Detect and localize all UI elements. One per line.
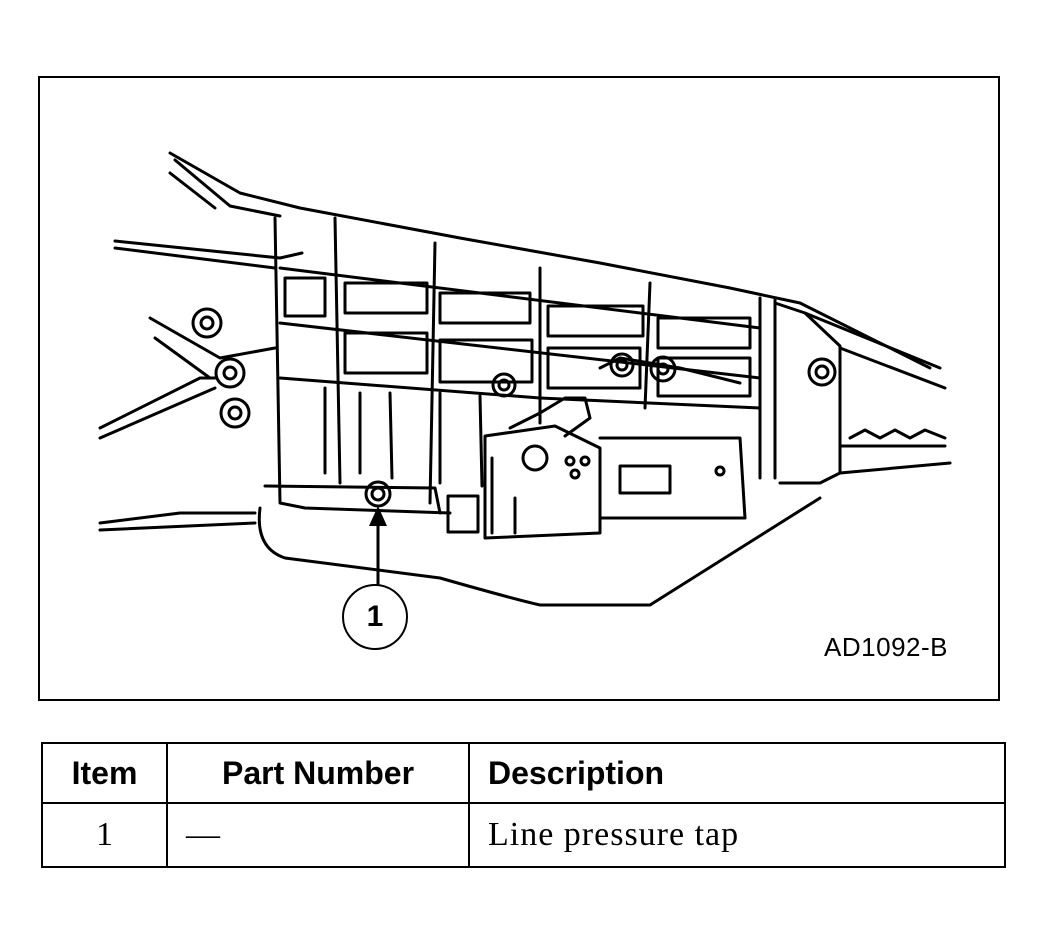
- callout-number: 1: [366, 600, 384, 633]
- transmission-illustration: [98, 151, 952, 607]
- table-header-row: Item Part Number Description: [41, 742, 1006, 804]
- item-callout: 1: [342, 584, 408, 650]
- figure-code: AD1092-B: [824, 632, 948, 662]
- header-part-number: Part Number: [166, 742, 470, 804]
- header-description: Description: [468, 742, 1006, 804]
- table-row: 1 — Line pressure tap: [41, 802, 1006, 868]
- parts-table: Item Part Number Description 1 — Line pr…: [41, 742, 1006, 868]
- cell-description: Line pressure tap: [468, 802, 1006, 868]
- cell-part-number: —: [166, 802, 470, 868]
- cell-item: 1: [41, 802, 168, 868]
- header-item: Item: [41, 742, 168, 804]
- figure-frame: 1 AD1092-B: [38, 76, 1000, 701]
